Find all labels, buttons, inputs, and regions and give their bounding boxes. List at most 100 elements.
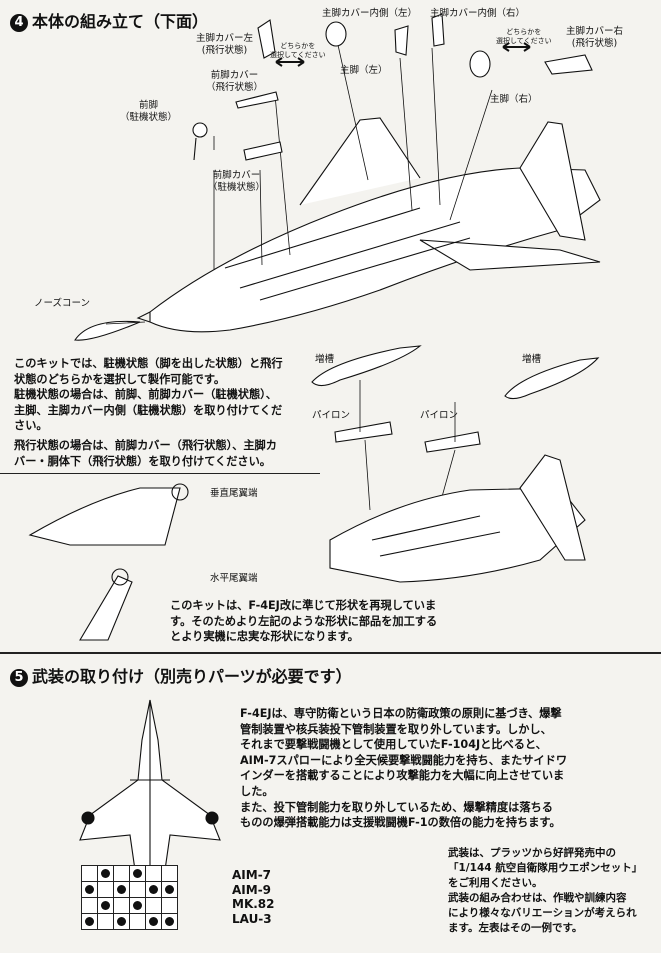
weapon-name: AIM-9 <box>232 882 272 897</box>
loadout-cell <box>145 897 162 914</box>
label-nose-gear: 前脚（駐機状態） <box>120 100 178 123</box>
loadout-cell <box>113 913 130 930</box>
section4-number: 4 <box>10 14 28 32</box>
section4-title-text: 本体の組み立て（下面） <box>32 12 209 31</box>
section4-paragraph-2: 飛行状態の場合は、前脚カバー（飛行状態）、主脚カ バー・胴体下（飛行状態）を取り… <box>14 438 277 469</box>
loadout-cell <box>97 913 114 930</box>
text-line: 状態のどちらかを選択して製作可能です。 <box>14 372 226 386</box>
loadout-marker <box>101 901 110 910</box>
section5-note: 武装は、プラッツから好評発売中の 「1/144 航空自衛隊用ウエポンセット」 を… <box>448 846 642 936</box>
label-main-gear-cover-inner-right: 主脚カバー内側（右） <box>430 8 526 19</box>
loadout-cell <box>129 865 146 882</box>
text-line: 管制装置や核兵装投下管制装置を取り外しています。しかし、 <box>240 722 552 736</box>
text-line: バー・胴体下（飛行状態）を取り付けてください。 <box>14 454 271 468</box>
loadout-marker <box>149 917 158 926</box>
section5-number: 5 <box>10 669 28 687</box>
text-line: AIM-7スパローにより全天候要撃戦闘能力を持ち、またサイドワ <box>240 753 568 767</box>
text-line: F-4EJは、専守防衛という日本の防衛政策の原則に基づき、爆撃 <box>240 707 562 720</box>
weapon-list: AIM-7 AIM-9 MK.82 LAU-3 <box>232 868 275 926</box>
text-line: した。 <box>240 784 274 798</box>
section5-title-text: 武装の取り付け（別売りパーツが必要です） <box>32 667 352 686</box>
text-line: このキットでは、駐機状態（脚を出した状態）と飛行 <box>14 357 283 370</box>
label-nose-cone: ノーズコーン <box>34 298 91 309</box>
loadout-row <box>81 897 178 914</box>
label-main-gear-right: 主脚（右） <box>490 94 538 105</box>
loadout-marker <box>117 885 126 894</box>
horizontal-tail-detail <box>79 575 133 641</box>
loadout-cell <box>161 865 178 882</box>
text-line: さい。 <box>14 419 48 433</box>
loadout-marker <box>149 885 158 894</box>
loadout-cell <box>113 881 130 898</box>
text-line: により様々なバリエーションが考えられ <box>448 907 637 919</box>
text-line: また、投下管制能力を取り外しているため、爆撃精度は落ちる <box>240 800 553 814</box>
wing-left <box>299 117 421 206</box>
text-line: 駐機状態の場合は、前脚、前脚カバー（駐機状態）、 <box>14 388 277 402</box>
text-line: 武装は、プラッツから好評発売中の <box>448 847 616 859</box>
text-line: をご利用ください。 <box>448 877 543 889</box>
loadout-cell <box>161 897 178 914</box>
loadout-cell <box>113 897 130 914</box>
text-line: このキットは、F-4EJ改に準じて形状を再現していま <box>170 599 437 612</box>
fuselage-outline <box>149 167 601 333</box>
section4-paragraph-1: このキットでは、駐機状態（脚を出した状態）と飛行 状態のどちらかを選択して製作可… <box>14 356 283 434</box>
label-choose-one-right: どちらかを選択してください <box>496 28 552 45</box>
loadout-row <box>81 881 178 898</box>
text-line: 武装の組み合わせは、作戦や訓練内容 <box>448 892 627 904</box>
loadout-row <box>81 865 178 882</box>
text-line: ます。左表はその一例です。 <box>448 922 583 934</box>
loadout-marker <box>85 885 94 894</box>
loadout-cell <box>129 897 146 914</box>
label-main-gear-cover-left-flight: 主脚カバー左(飛行状態) <box>196 33 254 56</box>
label-nose-gear-cover-flight: 前脚カバー（飛行状態） <box>206 70 264 93</box>
label-main-gear-cover-inner-left: 主脚カバー内側（左） <box>322 8 418 19</box>
loadout-cell <box>161 881 178 898</box>
loadout-cell <box>97 897 114 914</box>
loadout-cell <box>145 865 162 882</box>
wing-right <box>419 239 601 271</box>
text-line: す。そのためより左記のような形状に部品を加工する <box>170 614 438 628</box>
section-divider <box>0 652 661 654</box>
vertical-tail-detail <box>28 487 181 546</box>
text-line: とより実機に忠実な形状になります。 <box>170 630 359 644</box>
label-nose-gear-cover-parked: 前脚カバー（駐機状態） <box>208 170 266 193</box>
loadout-marker <box>101 869 110 878</box>
drop-tank-1 <box>311 345 422 387</box>
loadout-marker <box>133 901 142 910</box>
loadout-cell <box>145 881 162 898</box>
label-drop-tank-1: 増槽 <box>315 354 335 365</box>
loadout-cell <box>97 881 114 898</box>
text-line: インダーを搭載することにより攻撃能力を大幅に向上させていま <box>240 769 565 783</box>
loadout-cell <box>129 913 146 930</box>
loadout-cell <box>81 913 98 930</box>
text-line: 飛行状態の場合は、前脚カバー（飛行状態）、主脚カ <box>14 439 277 452</box>
section5-paragraph: F-4EJは、専守防衛という日本の防衛政策の原則に基づき、爆撃 管制装置や核兵装… <box>240 706 567 831</box>
weapon-loadout-table <box>81 865 178 930</box>
loadout-marker <box>117 917 126 926</box>
loadout-cell <box>97 865 114 882</box>
tail-fin <box>519 121 586 241</box>
loadout-cell <box>161 913 178 930</box>
label-vertical-tail-tip: 垂直尾翼端 <box>210 488 258 499</box>
loadout-row <box>81 913 178 930</box>
label-main-gear-cover-right-flight: 主脚カバー右(飛行状態) <box>566 26 624 49</box>
label-choose-one-left: どちらかを選択してください <box>270 42 326 59</box>
aircraft-rear-view <box>329 487 586 583</box>
loadout-marker <box>165 917 174 926</box>
section4-paragraph-3: このキットは、F-4EJ改に準じて形状を再現していま す。そのためより左記のよう… <box>170 598 437 645</box>
text-line: 「1/144 航空自衛隊用ウエポンセット」 <box>448 862 643 874</box>
drop-tank-2 <box>504 357 600 400</box>
loadout-marker <box>133 869 142 878</box>
loadout-cell <box>113 865 130 882</box>
weapon-name: AIM-7 <box>232 868 272 882</box>
text-line: 主脚、主脚カバー内側（駐機状態）を取り付けてくだ <box>14 403 283 417</box>
loadout-cell <box>129 881 146 898</box>
text-line: ものの爆弾搭載能力は支援戦闘機F-1の数倍の能力を持ちます。 <box>240 816 561 830</box>
label-pylon-2: パイロン <box>420 410 459 421</box>
text-line: それまで要撃戦闘機として使用していたF-104Jと比べると、 <box>240 738 547 752</box>
weapon-name: MK.82 <box>232 897 275 911</box>
